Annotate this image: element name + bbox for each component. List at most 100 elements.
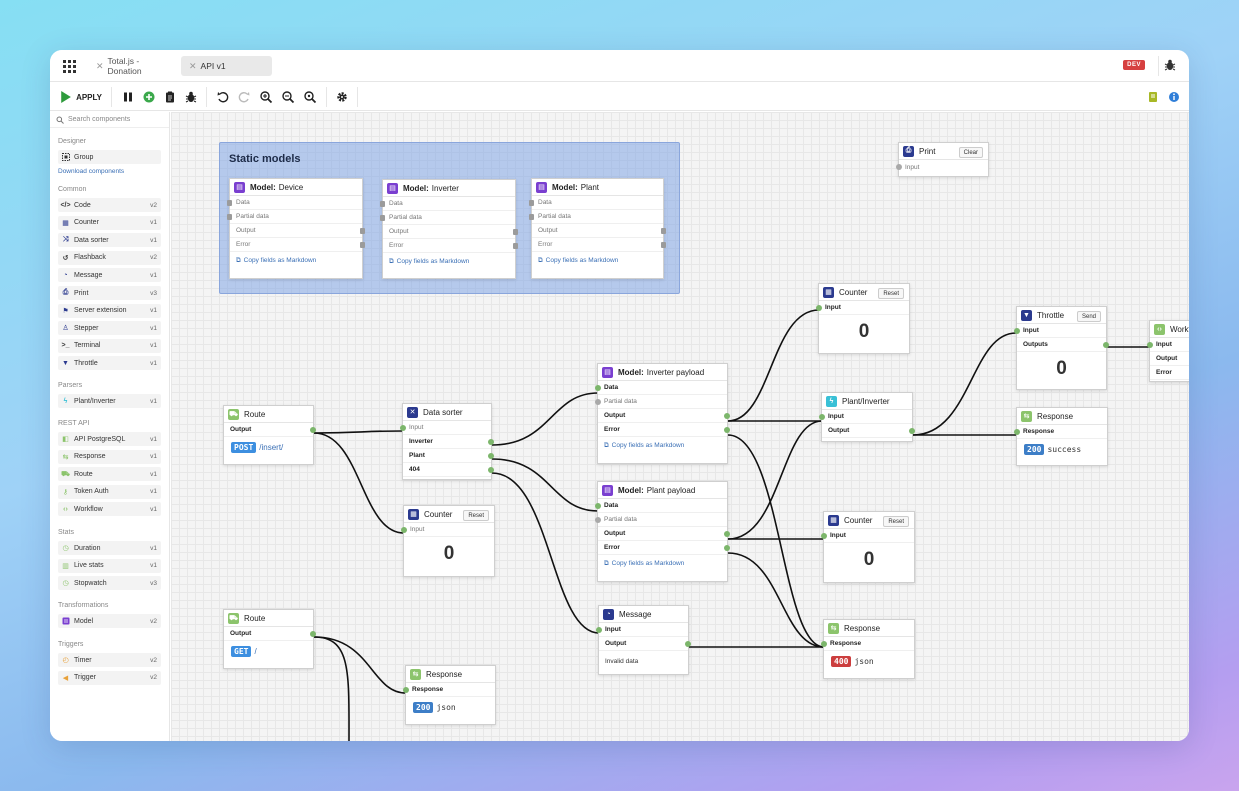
input-port[interactable] — [896, 164, 902, 170]
output-port[interactable] — [310, 631, 316, 637]
input-port[interactable] — [403, 687, 409, 693]
apply-button[interactable]: APPLY — [60, 89, 102, 105]
reset-button[interactable]: Reset — [878, 288, 904, 299]
add-button[interactable] — [142, 89, 156, 105]
node-print[interactable]: ⎙Print Clear Input — [896, 142, 989, 177]
copy-markdown-link[interactable]: ⧉Copy fields as Markdown — [236, 256, 317, 265]
input-port[interactable] — [529, 200, 534, 206]
output-port[interactable] — [513, 229, 518, 235]
input-port[interactable] — [821, 641, 827, 647]
node-counter-top[interactable]: ▦Counter Reset Input 0 — [816, 283, 910, 354]
node-model-device[interactable]: ▤Model:Device Data Partial data Output E… — [227, 178, 365, 279]
clipboard-button[interactable] — [163, 89, 177, 105]
input-port[interactable] — [400, 425, 406, 431]
download-components-link[interactable]: Download components — [58, 168, 125, 175]
input-port[interactable] — [401, 527, 407, 533]
component-plant-inverter[interactable]: ϟ Plant/Inverter v1 — [58, 394, 161, 408]
input-port[interactable] — [529, 214, 534, 220]
input-port[interactable] — [1014, 328, 1020, 334]
output-port[interactable] — [488, 453, 494, 459]
input-port[interactable] — [595, 385, 601, 391]
notes-button[interactable] — [1146, 89, 1160, 105]
pause-button[interactable] — [121, 89, 135, 105]
input-port[interactable] — [380, 201, 385, 207]
debug-button[interactable] — [184, 89, 198, 105]
close-icon[interactable]: ✕ — [96, 60, 104, 71]
tab-donation[interactable]: ✕ Total.js - Donation — [96, 56, 142, 76]
reset-button[interactable]: Reset — [463, 510, 489, 521]
output-port[interactable] — [909, 428, 915, 434]
input-port[interactable] — [816, 305, 822, 311]
output-port[interactable] — [724, 531, 730, 537]
output-port[interactable] — [360, 242, 365, 248]
input-port[interactable] — [819, 414, 825, 420]
input-port[interactable] — [595, 503, 601, 509]
node-throttle[interactable]: ▼Throttle Send Input Outputs 0 — [1014, 306, 1109, 390]
output-port[interactable] — [685, 641, 691, 647]
node-workflow[interactable]: ‹›Workf Input Output Error — [1147, 320, 1189, 382]
input-port[interactable] — [380, 215, 385, 221]
copy-markdown-link[interactable]: ⧉Copy fields as Markdown — [604, 441, 685, 450]
zoom-reset-button[interactable] — [303, 89, 317, 105]
input-port[interactable] — [596, 627, 602, 633]
apps-grid-icon[interactable] — [58, 56, 80, 76]
input-port[interactable] — [595, 399, 601, 405]
info-button[interactable] — [1167, 89, 1181, 105]
node-counter-mid[interactable]: ▦Counter Reset Input 0 — [401, 505, 495, 577]
node-model-plant-payload[interactable]: ▤Model:Plant payload Data Partial data O… — [595, 481, 730, 582]
zoom-in-button[interactable] — [259, 89, 273, 105]
input-port[interactable] — [227, 200, 232, 206]
node-route-post[interactable]: ⛟Route Output POST/insert/ — [223, 405, 316, 465]
output-port[interactable] — [488, 439, 494, 445]
output-port[interactable] — [488, 467, 494, 473]
node-counter-right[interactable]: ▦Counter Reset Input 0 — [821, 511, 915, 583]
component-group[interactable]: Group — [58, 150, 161, 164]
send-button[interactable]: Send — [1076, 311, 1101, 322]
bug-icon[interactable] — [1163, 58, 1177, 72]
node-message[interactable]: ◔Message Input Output Invalid data — [596, 605, 691, 675]
copy-markdown-link[interactable]: ⧉Copy fields as Markdown — [389, 257, 470, 266]
output-port[interactable] — [661, 242, 666, 248]
reset-button[interactable]: Reset — [883, 516, 909, 527]
copy-markdown-link[interactable]: ⧉Copy fields as Markdown — [538, 256, 619, 265]
output-port[interactable] — [724, 427, 730, 433]
input-port[interactable] — [595, 517, 601, 523]
search-input[interactable]: Search components — [50, 112, 169, 128]
component-model[interactable]: Model v2 — [58, 614, 161, 628]
output-port[interactable] — [724, 545, 730, 551]
flow-canvas[interactable]: Static models ▤Model:Device Data Partial… — [171, 112, 1189, 741]
undo-button[interactable] — [216, 89, 230, 105]
input-port[interactable] — [821, 533, 827, 539]
output-port[interactable] — [1103, 342, 1109, 348]
close-icon[interactable]: ✕ — [189, 60, 197, 71]
clear-button[interactable]: Clear — [958, 147, 983, 158]
output-port[interactable] — [360, 228, 365, 234]
zoom-out-button[interactable] — [281, 89, 295, 105]
node-data-sorter[interactable]: ✕Data sorter Input Inverter Plant 404 — [400, 403, 494, 480]
node-model-inverter[interactable]: ▤Model:Inverter Data Partial data Output… — [380, 179, 518, 279]
node-route-get[interactable]: ⛟Route Output GET/ — [223, 609, 316, 669]
input-port[interactable] — [227, 214, 232, 220]
